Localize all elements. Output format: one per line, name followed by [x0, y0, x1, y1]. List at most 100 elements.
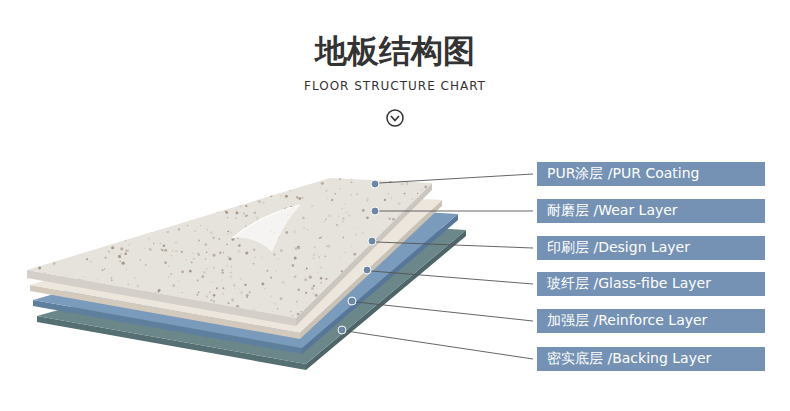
speckle — [374, 275, 375, 276]
speckle — [232, 190, 233, 191]
speckle — [165, 189, 168, 192]
speckle — [188, 300, 191, 303]
speckle — [169, 177, 171, 179]
speckle — [403, 263, 406, 266]
speckle — [36, 224, 38, 226]
speckle — [379, 315, 380, 316]
speckle — [298, 197, 301, 200]
speckle — [293, 230, 296, 233]
speckle — [29, 298, 32, 301]
speckle — [38, 206, 41, 209]
speckle — [374, 258, 376, 260]
speckle — [79, 279, 80, 280]
speckle — [336, 224, 338, 226]
speckle — [160, 221, 163, 224]
speckle — [132, 187, 134, 189]
speckle — [103, 269, 105, 271]
speckle — [60, 195, 61, 196]
speckle — [75, 238, 78, 241]
speckle — [197, 192, 199, 194]
speckle — [225, 211, 228, 214]
speckle — [103, 314, 105, 316]
speckle — [94, 174, 97, 177]
speckle — [259, 314, 262, 317]
speckle — [431, 276, 434, 279]
speckle — [164, 249, 167, 252]
speckle — [430, 268, 432, 270]
speckle — [58, 302, 59, 303]
speckle — [108, 251, 110, 253]
speckle — [96, 285, 99, 288]
speckle — [157, 307, 158, 308]
speckle — [406, 315, 408, 317]
speckle — [163, 245, 166, 248]
speckle — [137, 313, 139, 315]
speckle — [205, 315, 208, 318]
speckle — [168, 266, 169, 267]
speckle — [272, 174, 273, 175]
speckle — [338, 216, 339, 217]
speckle — [402, 178, 404, 180]
speckle — [336, 279, 338, 281]
speckle — [398, 202, 401, 205]
speckle — [328, 214, 331, 217]
speckle — [324, 256, 326, 258]
speckle — [124, 302, 126, 304]
speckle — [108, 310, 110, 312]
speckle — [105, 215, 107, 217]
speckle — [77, 307, 80, 310]
speckle — [345, 252, 346, 253]
speckle — [415, 303, 417, 305]
speckle — [230, 272, 232, 274]
speckle — [145, 264, 147, 266]
speckle — [270, 295, 272, 297]
speckle — [357, 281, 360, 284]
speckle — [58, 300, 60, 302]
speckle — [77, 244, 79, 246]
speckle — [111, 277, 112, 278]
speckle — [305, 292, 307, 294]
speckle — [292, 315, 294, 317]
speckle — [414, 305, 416, 307]
speckle — [148, 188, 151, 191]
speckle — [388, 262, 389, 263]
speckle — [53, 262, 56, 265]
speckle — [320, 282, 322, 284]
speckle — [37, 240, 39, 242]
speckle — [91, 176, 94, 179]
speckle — [239, 203, 242, 206]
speckle — [399, 300, 401, 302]
speckle — [50, 181, 52, 183]
speckle — [229, 182, 231, 184]
speckle — [368, 282, 371, 285]
speckle — [170, 273, 171, 274]
speckle — [422, 289, 425, 292]
speckle — [218, 238, 220, 240]
speckle — [250, 314, 252, 316]
speckle — [324, 221, 325, 222]
peel-curl — [232, 205, 300, 252]
speckle — [274, 303, 275, 304]
speckle — [26, 245, 28, 247]
speckle — [421, 189, 423, 191]
speckle — [140, 180, 143, 183]
speckle — [429, 241, 430, 242]
speckle — [98, 181, 101, 184]
speckle — [221, 189, 223, 191]
speckle — [295, 247, 298, 250]
speckle — [277, 308, 278, 309]
layer-label: 加强层 /Reinforce Layer — [547, 312, 707, 330]
speckle — [388, 218, 390, 220]
speckle — [119, 225, 121, 227]
speckle — [119, 261, 120, 262]
speckle — [60, 305, 62, 307]
speckle — [296, 185, 298, 187]
speckle — [311, 205, 313, 207]
speckle — [222, 235, 223, 236]
speckle — [242, 319, 244, 321]
speckle — [377, 247, 380, 250]
speckle — [201, 275, 204, 278]
speckle — [245, 205, 247, 207]
speckle — [68, 239, 71, 242]
speckle — [339, 188, 340, 189]
